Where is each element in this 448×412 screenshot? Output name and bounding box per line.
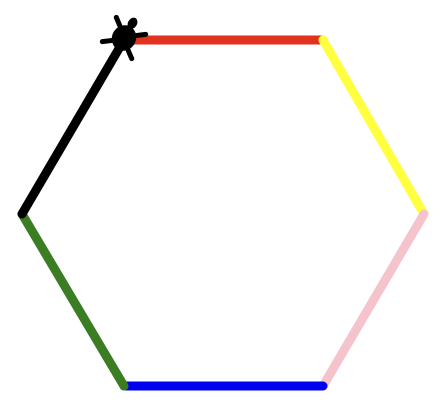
edge-lower-left <box>17 209 129 391</box>
edge-upper-left <box>17 35 129 219</box>
turtle-icon <box>99 14 149 62</box>
edge-upper-right <box>318 35 429 219</box>
edge-lower-right <box>318 209 429 391</box>
